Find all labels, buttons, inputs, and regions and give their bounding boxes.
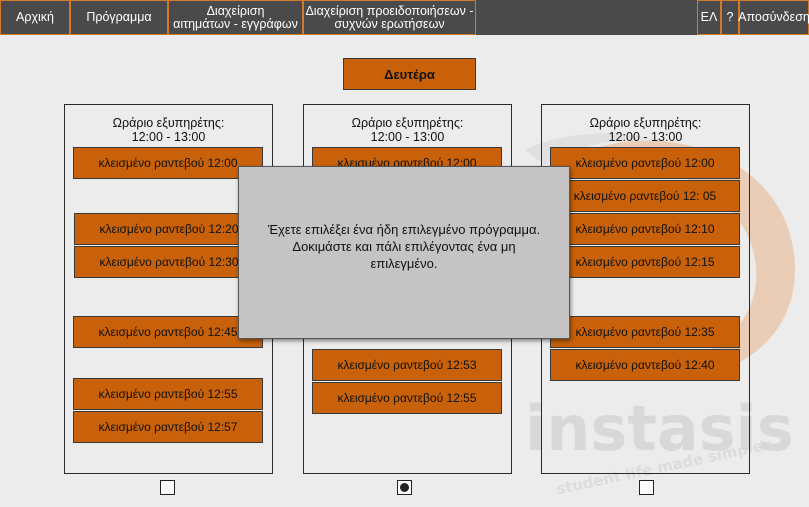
column-2-header-title: Ωράριο εξυπηρέτης:	[351, 116, 464, 130]
help-icon: ?	[726, 10, 734, 24]
logout-button[interactable]: Αποσύνδεση	[738, 0, 809, 35]
appointment-slot[interactable]: κλεισμένο ραντεβού 12:53	[312, 349, 502, 381]
nav-notices-button[interactable]: Διαχείριση προειδοποιήσεων - συχνών ερωτ…	[303, 0, 476, 35]
language-button[interactable]: ΕΛ	[697, 0, 721, 35]
top-navbar: Αρχική Πρόγραμμα Διαχείριση αιτημάτων - …	[0, 0, 809, 35]
appointment-slot[interactable]: κλεισμένο ραντεβού 12:55	[312, 382, 502, 414]
appointment-slot[interactable]: κλεισμένο ραντεβού 12:10	[550, 213, 740, 245]
slot-label: κλεισμένο ραντεβού 12:35	[575, 325, 715, 339]
slot-label: κλεισμένο ραντεβού 12:30	[99, 255, 239, 269]
nav-schedule-label: Πρόγραμμα	[86, 10, 152, 24]
appointment-slot[interactable]: κλεισμένο ραντεβού 12:40	[550, 349, 740, 381]
slot-label: κλεισμένο ραντεβού 12:57	[98, 420, 238, 434]
schedule-column-1: Ωράριο εξυπηρέτης: 12:00 - 13:00 κλεισμέ…	[64, 104, 273, 474]
appointment-slot[interactable]: κλεισμένο ραντεβού 12:57	[73, 411, 263, 443]
language-label: ΕΛ	[700, 10, 718, 24]
column-3-header: Ωράριο εξυπηρέτης: 12:00 - 13:00	[542, 116, 749, 144]
nav-requests-label-1: Διαχείριση	[206, 3, 265, 18]
error-dialog: Έχετε επιλέξει ένα ήδη επιλεγμένο πρόγρα…	[238, 166, 570, 339]
appointment-slot[interactable]: κλεισμένο ραντεβού 12:15	[550, 246, 740, 278]
nav-schedule-button[interactable]: Πρόγραμμα	[70, 0, 168, 35]
appointment-slot[interactable]: κλεισμένο ραντεβού 12:35	[550, 316, 740, 348]
error-message-line-2: Δοκιμάστε και πάλι επιλέγοντας ένα μη	[292, 239, 516, 254]
slot-label: κλεισμένο ραντεβού 12:53	[337, 358, 477, 372]
slot-label: κλεισμένο ραντεβού 12:00	[575, 156, 715, 170]
slot-label: κλεισμένο ραντεβού 12:55	[98, 387, 238, 401]
slot-label: κλεισμένο ραντεβού 12:45	[98, 325, 238, 339]
column-1-header-title: Ωράριο εξυπηρέτης:	[112, 116, 225, 130]
column-1-header: Ωράριο εξυπηρέτης: 12:00 - 13:00	[65, 116, 272, 144]
error-message-line-1: Έχετε επιλέξει ένα ήδη επιλεγμένο πρόγρα…	[267, 222, 541, 237]
appointment-slot[interactable]: κλεισμένο ραντεβού 12: 05	[550, 180, 740, 212]
schedule-3-select-checkbox[interactable]	[639, 480, 654, 495]
error-dialog-message: Έχετε επιλέξει ένα ήδη επιλεγμένο πρόγρα…	[249, 221, 559, 272]
nav-home-button[interactable]: Αρχική	[0, 0, 70, 35]
appointment-slot[interactable]: κλεισμένο ραντεβού 12:45	[73, 316, 263, 348]
day-button[interactable]: Δευτέρα	[343, 58, 476, 90]
appointment-slot[interactable]: κλεισμένο ραντεβού 12:20	[74, 213, 264, 245]
slot-label: κλεισμένο ραντεβού 12:15	[575, 255, 715, 269]
slot-label: κλεισμένο ραντεβού 12:40	[575, 358, 715, 372]
logout-label: Αποσύνδεση	[738, 10, 809, 24]
day-label: Δευτέρα	[384, 66, 435, 82]
schedule-column-2: Ωράριο εξυπηρέτης: 12:00 - 13:00 κλεισμέ…	[303, 104, 512, 474]
column-3-header-title: Ωράριο εξυπηρέτης:	[589, 116, 702, 130]
slot-label: κλεισμένο ραντεβού 12:20	[99, 222, 239, 236]
appointment-slot[interactable]: κλεισμένο ραντεβού 12:00	[550, 147, 740, 179]
appointment-slot[interactable]: κλεισμένο ραντεβού 12:00	[73, 147, 263, 179]
column-2-header: Ωράριο εξυπηρέτης: 12:00 - 13:00	[304, 116, 511, 144]
help-button[interactable]: ?	[721, 0, 739, 35]
nav-notices-label-2: συχνών ερωτήσεων	[334, 16, 445, 31]
column-2-header-hours: 12:00 - 13:00	[370, 130, 445, 144]
slot-label: κλεισμένο ραντεβού 12: 05	[573, 189, 717, 203]
nav-requests-button[interactable]: Διαχείριση αιτημάτων - εγγράφων	[168, 0, 303, 35]
appointment-slot[interactable]: κλεισμένο ραντεβού 12:55	[73, 378, 263, 410]
column-1-header-hours: 12:00 - 13:00	[131, 130, 206, 144]
appointment-slot[interactable]: κλεισμένο ραντεβού 12:30	[74, 246, 264, 278]
nav-requests-label-2: αιτημάτων - εγγράφων	[173, 16, 298, 31]
nav-home-label: Αρχική	[16, 10, 54, 24]
slot-label: κλεισμένο ραντεβού 12:00	[98, 156, 238, 170]
schedule-column-3: Ωράριο εξυπηρέτης: 12:00 - 13:00 κλεισμέ…	[541, 104, 750, 474]
error-message-line-3: επιλεγμένο.	[370, 256, 438, 271]
slot-label: κλεισμένο ραντεβού 12:10	[575, 222, 715, 236]
slot-label: κλεισμένο ραντεβού 12:55	[337, 391, 477, 405]
nav-notices-label-1: Διαχείριση προειδοποιήσεων -	[305, 3, 474, 18]
schedule-1-select-checkbox[interactable]	[160, 480, 175, 495]
column-3-header-hours: 12:00 - 13:00	[608, 130, 683, 144]
schedule-2-select-checkbox[interactable]	[397, 480, 412, 495]
